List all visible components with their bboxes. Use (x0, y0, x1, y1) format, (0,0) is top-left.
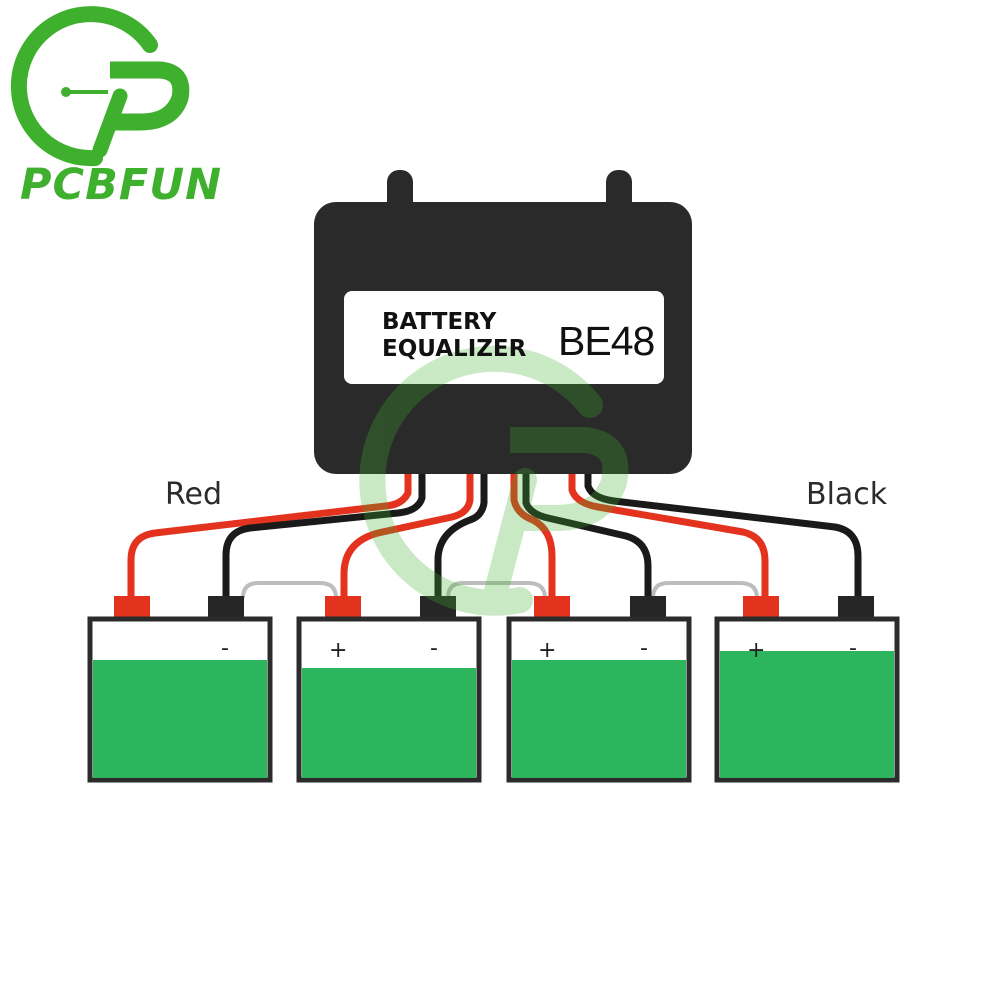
red-wire-4 (568, 474, 769, 598)
pcbfun-watermark-logo (359, 345, 629, 616)
black-wire-4 (584, 474, 862, 598)
battery-1 (87, 596, 273, 783)
battery-1-negative-terminal (208, 596, 244, 618)
battery-2-minus-sign: - (430, 636, 438, 661)
red-wire-3 (510, 474, 556, 598)
device-label-plate (344, 291, 664, 384)
battery-3-positive-terminal (534, 596, 570, 618)
battery-4-negative-terminal (838, 596, 874, 618)
battery-1-charge-level (93, 660, 267, 778)
battery-4-charge-level (720, 651, 894, 778)
battery-3 (506, 596, 692, 783)
battery-4-positive-terminal (743, 596, 779, 618)
battery-4-minus-sign: - (849, 636, 857, 661)
battery-4 (714, 596, 900, 783)
black-wire-label: Black (806, 477, 888, 512)
battery-2-positive-terminal (325, 596, 361, 618)
battery-2 (296, 596, 482, 783)
battery-2-plus-sign: + (329, 638, 348, 663)
battery-4-plus-sign: + (747, 638, 766, 663)
pcbfun-logo (10, 6, 190, 167)
red-wire-label: Red (165, 477, 222, 512)
black-wire-3 (522, 474, 652, 598)
battery-3-minus-sign: - (640, 636, 648, 661)
battery-1-minus-sign: - (221, 636, 229, 661)
battery-equalizer-device (314, 170, 692, 474)
red-wire-1 (127, 474, 412, 598)
battery-3-charge-level (512, 660, 686, 778)
battery-jumpers (241, 581, 759, 599)
battery-2-negative-terminal (420, 596, 456, 618)
black-wire-2 (434, 474, 488, 598)
device-title: BATTERY EQUALIZER (382, 309, 527, 362)
brand-name: PCBFUN (20, 160, 223, 210)
battery-3-negative-terminal (630, 596, 666, 618)
wire-harness (127, 474, 862, 598)
black-wire-1 (222, 474, 426, 598)
battery-2-charge-level (302, 668, 476, 778)
battery-1-positive-terminal (114, 596, 150, 618)
device-model: BE48 (558, 318, 655, 364)
red-wire-2 (340, 474, 474, 598)
battery-3-plus-sign: + (538, 638, 557, 663)
